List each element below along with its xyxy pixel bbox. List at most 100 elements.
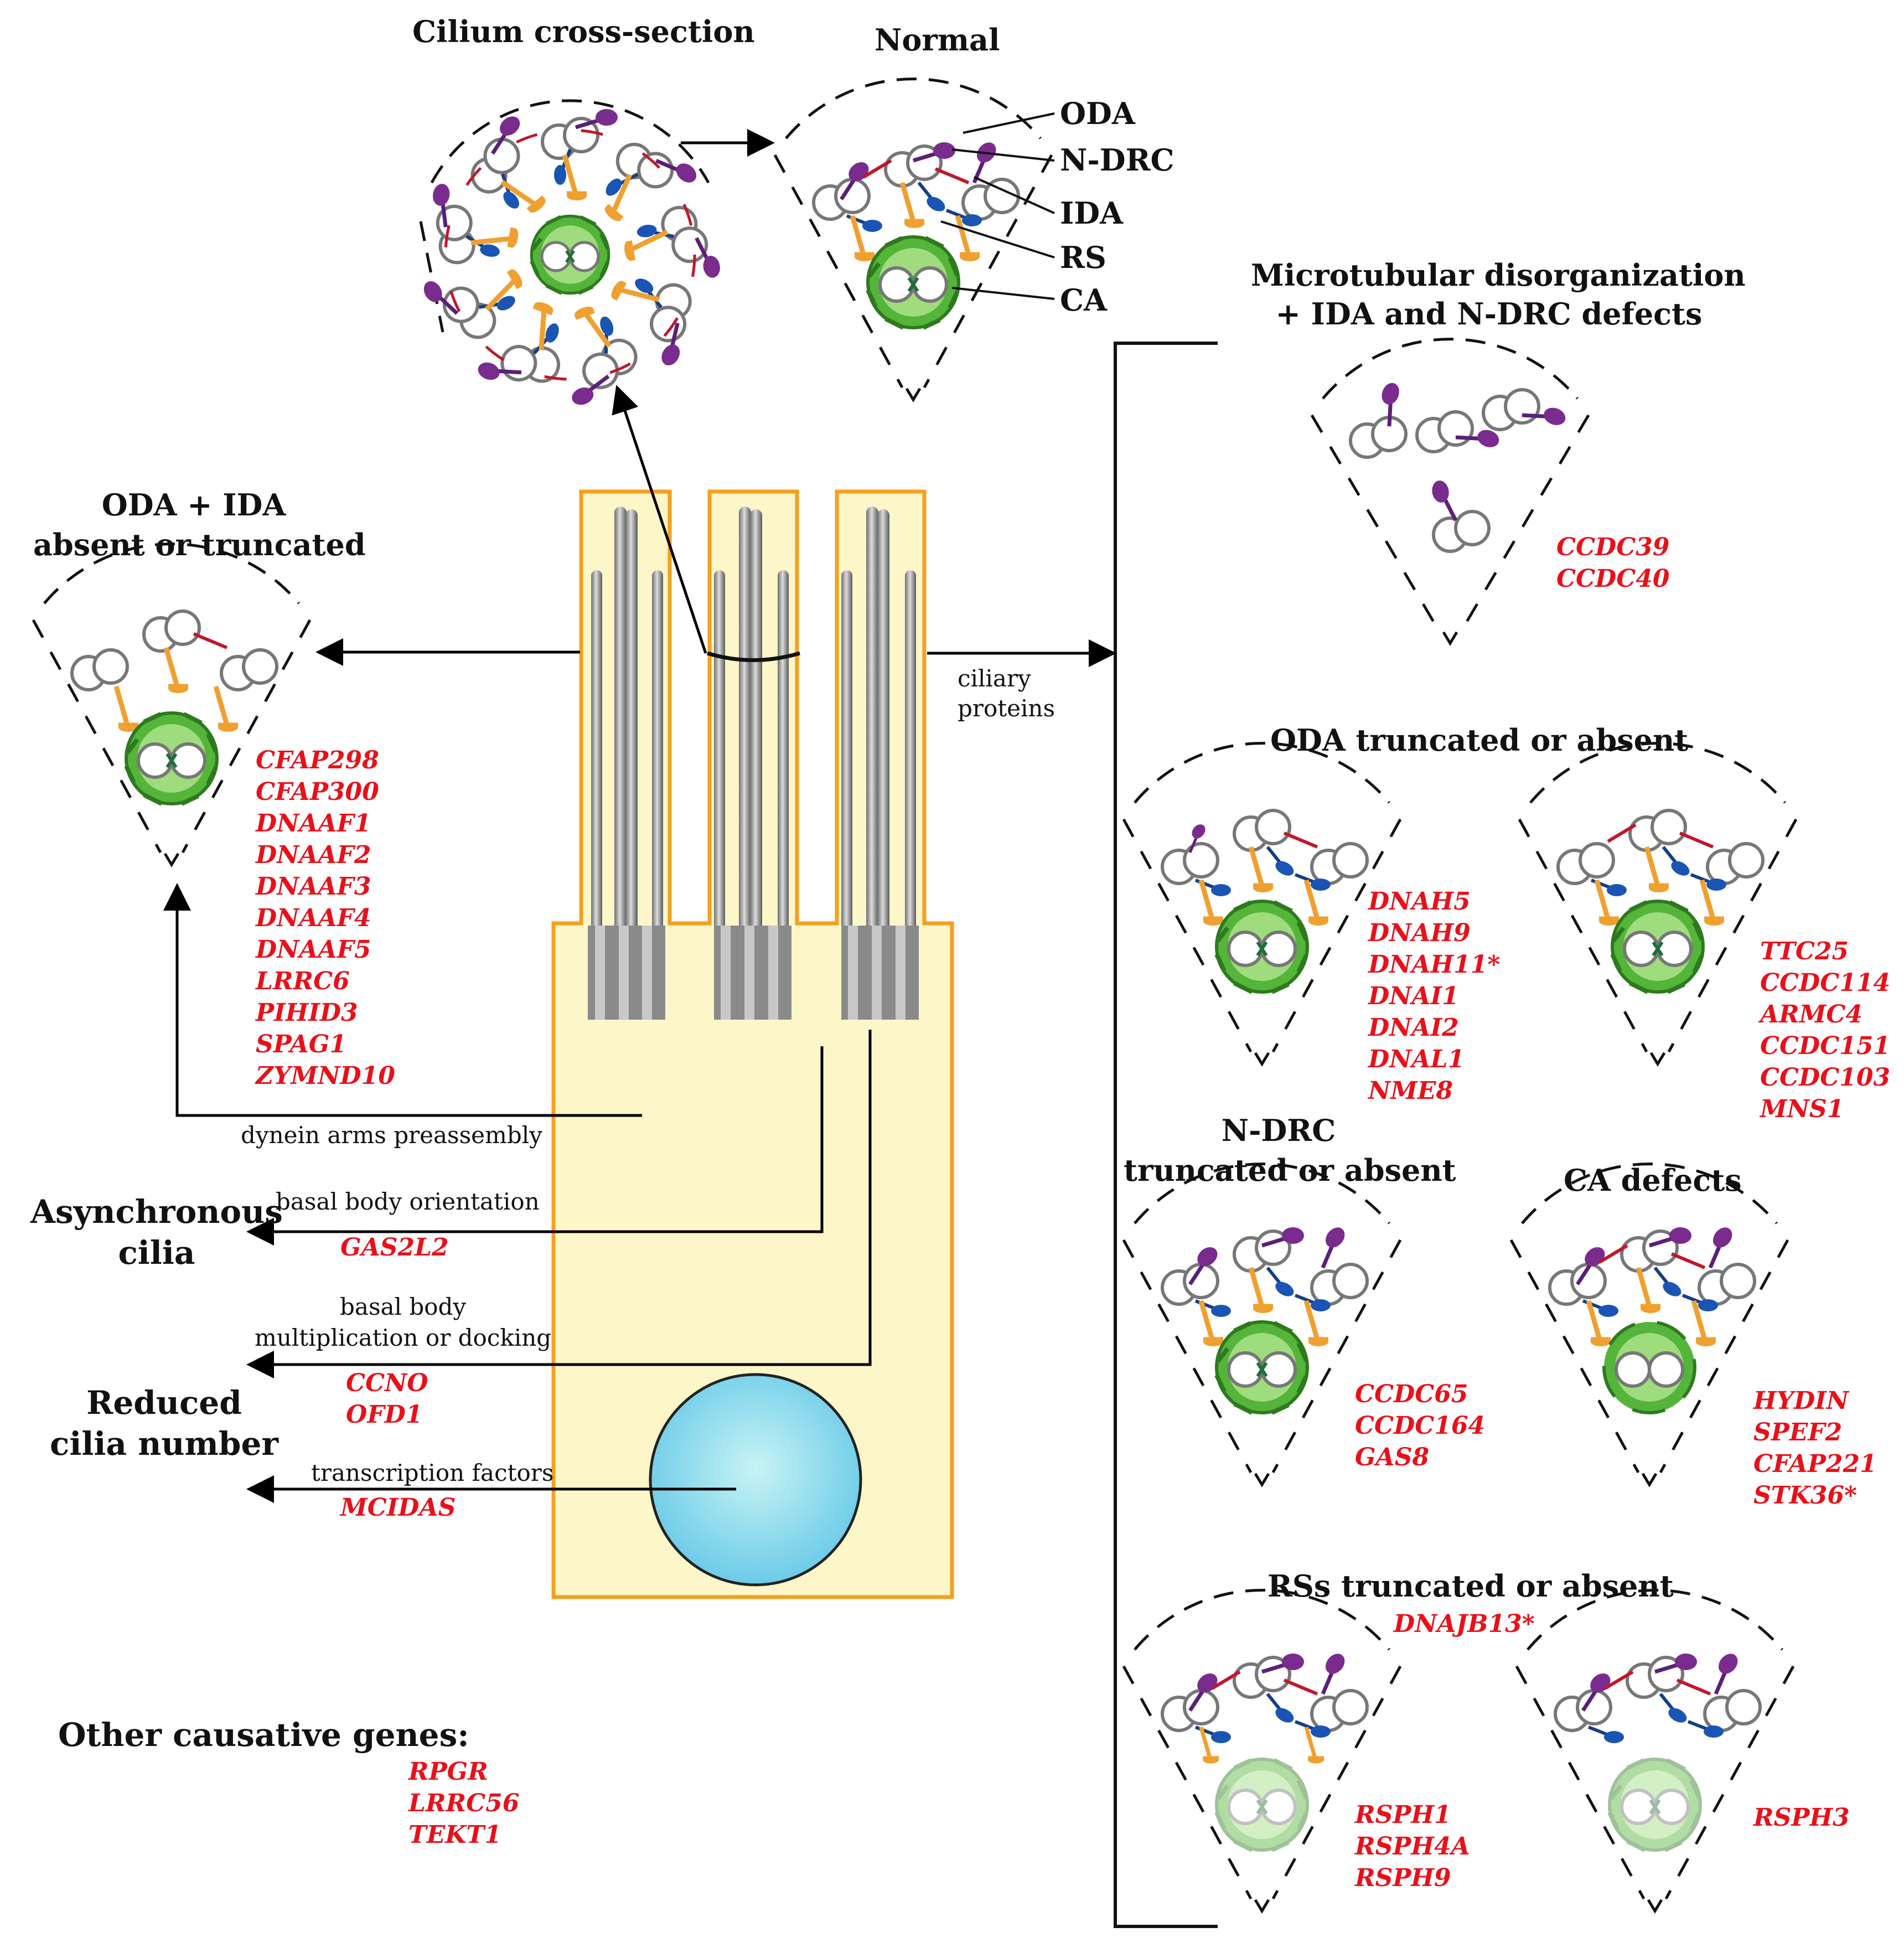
heading-asynchronous: Asynchronous cilia [30,1196,283,1269]
gene: LRRC6 [256,967,350,995]
heading-other-genes: Other causative genes: [58,1716,469,1754]
gene: CCDC65 [1355,1380,1468,1408]
heading-microtubular-line1: Microtubular disorganization [1251,257,1746,293]
gene: CFAP298 [256,746,379,774]
gene: RSPH9 [1355,1864,1451,1892]
gene: ARMC4 [1760,1000,1863,1029]
gene: CCDC40 [1556,565,1670,593]
gene: RSPH4A [1355,1832,1470,1861]
normal-label-ndrc: N-DRC [1060,142,1175,178]
heading-reduced: Reduced cilia number [50,1387,278,1460]
heading-oda-ida-line2: absent or truncated [33,527,366,562]
genes-multiplication: CCNO OFD1 [346,1367,428,1430]
rs-truncated-sector-right [1517,1590,1793,1911]
heading-oda-ida: ODA + IDA absent or truncated [33,487,366,562]
gene: GAS2L2 [340,1233,449,1262]
label-basal-mult-line1: basal body [340,1293,467,1320]
gene: RSPH3 [1753,1804,1850,1832]
heading-oda-ida-line1: ODA + IDA [101,487,286,523]
normal-leader-lines [940,112,1055,300]
heading-asynchronous-line2: cilia [118,1234,195,1272]
normal-sector [775,79,1052,400]
cilia-bundle-left [588,507,665,1020]
gene: TTC25 [1760,937,1849,965]
arrow-basal-multiplication [246,1030,872,1378]
normal-label-ca: CA [1060,282,1107,318]
section-plane [706,651,800,662]
label-basal-orientation: basal body orientation [276,1188,540,1215]
oda-ida-absent-sector [33,544,310,865]
gene: DNAAF3 [256,872,371,901]
heading-ca-defects: CA defects [1564,1162,1742,1198]
gene: SPEF2 [1753,1418,1843,1446]
arrow-section-to-cross [612,385,707,654]
gene: CFAP300 [256,778,379,806]
gene: ZYMND10 [256,1062,395,1090]
heading-normal: Normal [875,22,1000,58]
heading-ndrc-line1: N-DRC [1221,1113,1336,1148]
gene: CCDC164 [1355,1412,1486,1440]
gene: CCDC151 [1760,1032,1891,1060]
arrow-dynein-preassembly [163,883,642,1117]
genes-rs-left: RSPH1 RSPH4A RSPH9 [1355,1799,1470,1894]
gene: DNAI1 [1368,982,1459,1010]
heading-reduced-line2: cilia number [50,1425,278,1463]
genes-ca: HYDIN SPEF2 CFAP221 STK36* [1753,1385,1877,1511]
gene: SPAG1 [256,1030,346,1058]
gene: DNAI2 [1368,1014,1459,1042]
gene: DNAAF5 [256,936,371,964]
gene: LRRC56 [408,1789,520,1817]
gene: DNAAF2 [256,841,371,869]
heading-reduced-line1: Reduced [86,1384,242,1422]
genes-oda-left: DNAH5 DNAH9 DNAH11* DNAI1 DNAI2 DNAL1 NM… [1368,886,1500,1107]
gene: RPGR [408,1758,488,1786]
gene: CCDC114 [1760,969,1891,997]
right-bracket [1114,342,1218,1928]
microtubular-disorganization-sector [1310,338,1590,646]
gene: DNAAF4 [256,904,371,932]
heading-cross-section: Cilium cross-section [412,14,755,49]
genes-oda-right: TTC25 CCDC114 ARMC4 CCDC151 CCDC103 MNS1 [1760,936,1890,1125]
genes-orientation: GAS2L2 [340,1232,449,1263]
gene: NME8 [1368,1077,1453,1105]
gene: GAS8 [1355,1443,1430,1471]
cilium-cross-section [420,99,722,408]
gene: TEKT1 [408,1821,501,1849]
oda-truncated-sector-right [1519,743,1796,1064]
gene: RSPH1 [1355,1801,1451,1829]
heading-ndrc-line2: truncated or absent [1124,1153,1456,1188]
label-basal-mult-line2: multiplication or docking [255,1324,552,1351]
genes-ndrc: CCDC65 CCDC164 GAS8 [1355,1378,1485,1473]
label-dynein-preassembly: dynein arms preassembly [241,1122,542,1149]
genes-microtubular: CCDC39 CCDC40 [1556,531,1669,595]
heading-microtubular-line2: + IDA and N-DRC defects [1275,296,1703,332]
gene: STK36* [1753,1481,1857,1510]
gene: HYDIN [1753,1387,1849,1415]
normal-label-oda: ODA [1060,96,1135,131]
gene: CCDC39 [1556,533,1670,561]
gene: MNS1 [1760,1095,1844,1123]
genes-rs-right: RSPH3 [1753,1802,1850,1833]
genes-other: RPGR LRRC56 TEKT1 [408,1756,519,1851]
gene: DNAAF1 [256,809,371,838]
heading-rs-truncated: RSs truncated or absent [1267,1568,1674,1604]
gene: CCNO [346,1369,428,1397]
normal-label-ida: IDA [1060,195,1123,231]
gene: MCIDAS [340,1494,456,1522]
arrow-basal-orientation [246,1046,824,1246]
ca-defects-sector [1511,1164,1788,1485]
rs-truncated-sector-left [1124,1590,1400,1911]
label-ciliary-line1: ciliary [958,665,1031,692]
gene: DNAH5 [1368,887,1471,916]
gene: DNAL1 [1368,1045,1465,1073]
gene: OFD1 [346,1401,423,1429]
normal-label-rs: RS [1060,240,1106,275]
gene: CFAP221 [1753,1450,1877,1478]
gene: DNAJB13* [1394,1610,1535,1638]
nucleus [649,1373,862,1587]
label-transcription-factors: transcription factors [311,1459,554,1486]
cilia-bundle-right [841,507,919,1020]
genes-transcription: MCIDAS [340,1492,456,1523]
label-ciliary-line2: proteins [958,695,1056,722]
